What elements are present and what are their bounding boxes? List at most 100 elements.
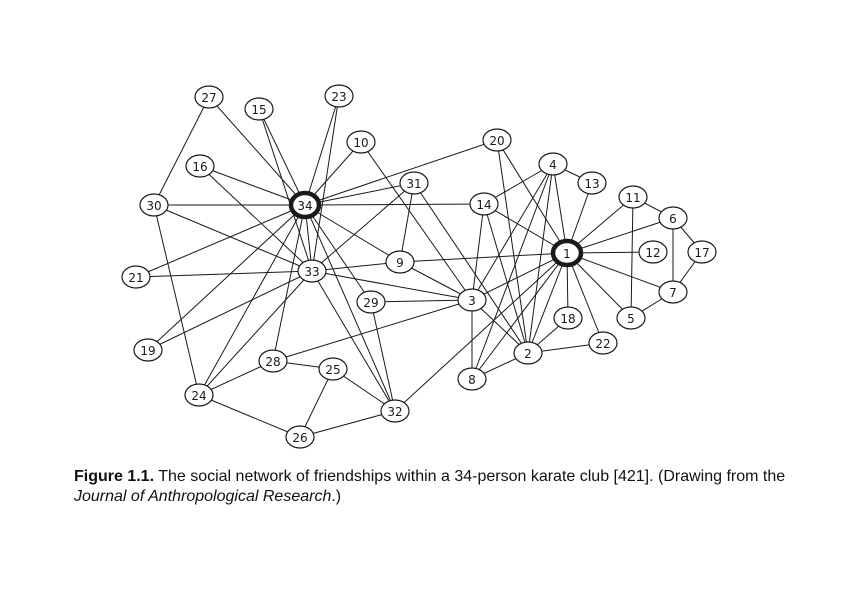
node-shape-20 — [482, 128, 512, 152]
node-label-11: 11 — [625, 191, 640, 205]
edge-31-34 — [304, 182, 415, 206]
node-label-25: 25 — [325, 363, 340, 377]
node-label-26: 26 — [292, 431, 307, 445]
node-shape-10 — [346, 130, 376, 154]
node-shape-26 — [285, 425, 315, 449]
edge-19-34 — [147, 204, 306, 351]
edge-26-32 — [299, 410, 396, 438]
edge-21-34 — [135, 204, 306, 278]
node-11: 11 — [618, 185, 648, 209]
edge-29-34 — [304, 204, 372, 303]
edge-1-14 — [483, 203, 568, 254]
node-label-20: 20 — [489, 134, 504, 148]
node-shape-22 — [588, 331, 618, 355]
node-shape-32 — [380, 399, 410, 423]
node-shape-7 — [658, 280, 688, 304]
node-13: 13 — [577, 171, 607, 195]
edge-1-9 — [399, 252, 568, 263]
node-label-19: 19 — [140, 344, 155, 358]
node-label-15: 15 — [251, 103, 266, 117]
edge-3-29 — [370, 299, 473, 303]
edge-28-34 — [272, 204, 306, 362]
edge-1-2 — [527, 252, 568, 354]
node-layer: 1234567891011121314151617181920212223242… — [121, 84, 717, 449]
node-label-33: 33 — [304, 265, 319, 279]
node-25: 25 — [318, 357, 348, 381]
edge-9-33 — [311, 261, 401, 272]
node-22: 22 — [588, 331, 618, 355]
edge-30-33 — [153, 204, 313, 272]
edge-1-32 — [394, 252, 568, 412]
node-28: 28 — [258, 349, 288, 373]
node-label-10: 10 — [353, 136, 368, 150]
node-label-21: 21 — [128, 271, 143, 285]
node-label-2: 2 — [524, 347, 532, 361]
node-9: 9 — [385, 250, 415, 274]
node-26: 26 — [285, 425, 315, 449]
node-shape-15 — [244, 97, 274, 121]
edge-9-34 — [304, 204, 401, 263]
node-19: 19 — [133, 338, 163, 362]
node-label-14: 14 — [476, 198, 491, 212]
node-32: 32 — [380, 399, 410, 423]
node-label-32: 32 — [387, 405, 402, 419]
node-10: 10 — [346, 130, 376, 154]
node-label-34: 34 — [297, 199, 312, 213]
node-29: 29 — [356, 290, 386, 314]
node-shape-1 — [550, 238, 584, 268]
node-label-23: 23 — [331, 90, 346, 104]
edge-25-26 — [299, 368, 334, 438]
node-5: 5 — [616, 306, 646, 330]
edge-1-8 — [471, 252, 568, 380]
caption-journal: Journal of Anthropological Research — [74, 488, 332, 505]
node-label-4: 4 — [549, 158, 557, 172]
edge-1-3 — [471, 252, 568, 301]
edge-5-11 — [630, 196, 634, 319]
edge-24-30 — [153, 204, 200, 396]
node-17: 17 — [687, 240, 717, 264]
node-label-24: 24 — [191, 389, 206, 403]
edge-15-34 — [258, 108, 306, 206]
edge-layer — [135, 95, 703, 438]
edge-16-34 — [199, 165, 306, 206]
node-15: 15 — [244, 97, 274, 121]
node-14: 14 — [469, 192, 499, 216]
node-21: 21 — [121, 265, 151, 289]
node-label-1: 1 — [563, 247, 571, 261]
edge-14-34 — [304, 203, 485, 206]
node-shape-8 — [457, 367, 487, 391]
edge-2-20 — [496, 139, 529, 354]
node-shape-28 — [258, 349, 288, 373]
node-24: 24 — [184, 383, 214, 407]
caption-lead: Figure 1.1. — [74, 468, 155, 485]
edge-24-26 — [198, 394, 301, 438]
node-label-7: 7 — [669, 286, 677, 300]
edge-1-20 — [496, 139, 568, 254]
node-2: 2 — [513, 341, 543, 365]
edge-3-33 — [311, 270, 473, 301]
node-18: 18 — [553, 306, 583, 330]
node-shape-19 — [133, 338, 163, 362]
node-shape-30 — [139, 193, 169, 217]
edge-23-33 — [311, 95, 340, 272]
node-20: 20 — [482, 128, 512, 152]
node-shape-34 — [288, 190, 322, 220]
node-shape-4 — [538, 152, 568, 176]
node-4: 4 — [538, 152, 568, 176]
edge-32-34 — [304, 204, 396, 412]
node-shape-14 — [469, 192, 499, 216]
edge-3-10 — [360, 141, 473, 301]
node-shape-3 — [457, 288, 487, 312]
edge-32-33 — [311, 270, 396, 412]
edge-2-31 — [413, 182, 529, 354]
node-3: 3 — [457, 288, 487, 312]
edge-16-33 — [199, 165, 313, 272]
edge-3-14 — [471, 203, 485, 301]
edge-27-30 — [153, 96, 210, 206]
node-shape-16 — [185, 154, 215, 178]
node-label-12: 12 — [645, 246, 660, 260]
node-label-5: 5 — [627, 312, 635, 326]
figure-caption: Figure 1.1. The social network of friend… — [74, 467, 794, 507]
caption-text-2: .) — [331, 488, 342, 505]
edge-27-34 — [208, 96, 306, 206]
